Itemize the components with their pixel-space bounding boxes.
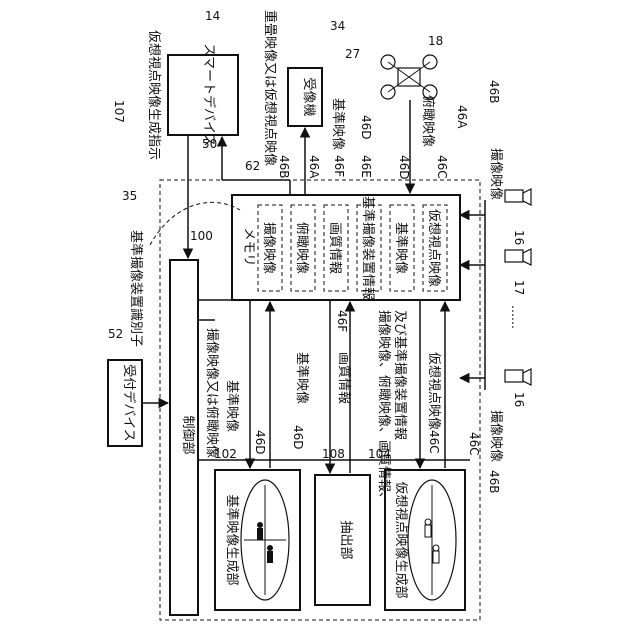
ref-104: 104 — [368, 447, 391, 461]
ref-27: 27 — [345, 47, 360, 61]
ref-46C-low: 46C — [467, 432, 481, 456]
ref-107: 107 — [112, 100, 126, 123]
receiver-label: 受像機 — [301, 77, 316, 116]
ref-46C-mem: 46C — [435, 155, 449, 179]
camera-icon-top — [505, 189, 531, 205]
virtual-gen-label: 仮想視点映像生成部 — [393, 481, 409, 598]
ref-46B-top: 46B — [487, 80, 501, 104]
ref-18: 18 — [428, 34, 443, 48]
ref-46A-mem: 46A — [307, 155, 321, 179]
ref-46F-mid: 46F — [335, 310, 349, 332]
ref-17: 17 — [512, 280, 526, 295]
sig-ref-video: 基準映像 — [224, 380, 240, 432]
ref-62: 62 — [245, 159, 260, 173]
extract-label: 抽出部 — [338, 520, 353, 559]
ref-52: 52 — [108, 327, 123, 341]
ref-46A-top: 46A — [455, 105, 469, 129]
control-unit-label: 制御部 — [180, 415, 195, 454]
sig-quality-info: 画質情報 — [336, 352, 351, 404]
ref-46F-mem: 46F — [332, 155, 346, 177]
sig-ref-video-2: 基準映像 — [294, 352, 310, 404]
accept-device-label: 受付デバイス — [121, 364, 137, 442]
ref-46D-low: 46D — [253, 430, 267, 455]
sig-ref-camera-id: 基準撮像装置識別子 — [128, 230, 144, 347]
ref-50: 50 — [202, 137, 217, 151]
sig-combined-2: 及び基準撮像装置情報 — [392, 310, 408, 440]
sig-virtual-instruction: 仮想視点映像生成指示 — [146, 30, 162, 160]
ref-46B-bot: 46B — [487, 470, 501, 494]
ref-34: 34 — [330, 19, 345, 33]
sig-birdseye-top: 俯瞰映像 — [420, 95, 436, 147]
camera-dots: …… — [509, 305, 523, 329]
sig-ref-video-top: 基準映像 — [330, 98, 346, 150]
ref-100: 100 — [190, 229, 213, 243]
ref-46C-mid: 46C — [427, 430, 441, 454]
ref-108: 108 — [322, 447, 345, 461]
memory-label: メモリ — [241, 227, 256, 266]
ref-46D-top: 46D — [359, 115, 373, 140]
sig-captured-top: 撮像映像 — [488, 148, 504, 200]
ref-16-top: 16 — [512, 230, 526, 245]
memory-item-label: 画質情報 — [327, 222, 342, 274]
ref-46D-mid: 46D — [291, 425, 305, 450]
memory-item-label: 基準撮像装置情報 — [360, 196, 376, 300]
memory-item-label: 仮想視点映像 — [426, 209, 442, 287]
sig-superimposed: 重畳映像又は仮想視点映像 — [262, 10, 278, 166]
ref-gen-label: 基準映像生成部 — [224, 494, 240, 585]
sig-captured-bottom: 撮像映像 — [488, 410, 504, 462]
ref-35: 35 — [122, 189, 137, 203]
ref-46B-mem: 46B — [277, 155, 291, 179]
memory-item-label: 基準映像 — [393, 222, 409, 274]
camera-icon-bottom — [505, 369, 531, 385]
sig-combined-1: 撮像映像、俯瞰映像、画質情報、 — [376, 310, 392, 505]
ref-14: 14 — [205, 9, 220, 23]
smart-device-label: スマートデバイス — [201, 43, 217, 146]
ref-46D-mem: 46D — [397, 155, 411, 180]
sig-virtual-video: 仮想視点映像 — [426, 352, 442, 430]
ref-102: 102 — [214, 447, 237, 461]
ref-46E-mem: 46E — [359, 155, 373, 178]
ref-16-bot: 16 — [512, 392, 526, 407]
memory-item-label: 俯瞰映像 — [294, 222, 310, 274]
camera-icon-mid — [505, 249, 531, 265]
memory-item-label: 撮像映像 — [261, 222, 277, 274]
sig-captured-birdseye: 撮像映像又は俯瞰映像 — [204, 328, 220, 458]
drone-icon — [381, 55, 437, 99]
